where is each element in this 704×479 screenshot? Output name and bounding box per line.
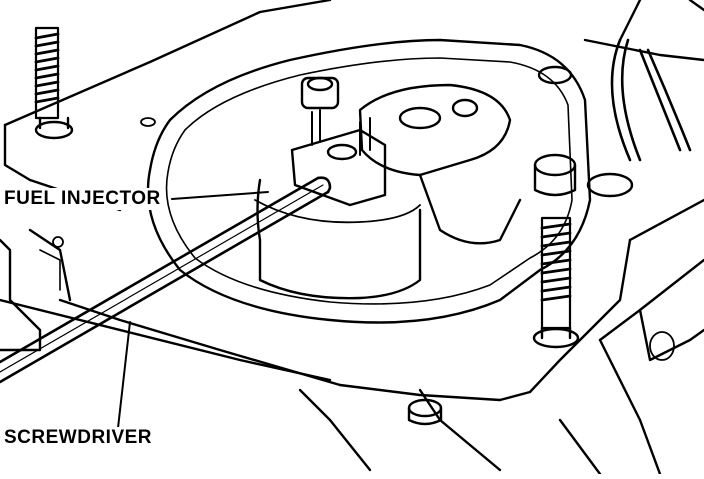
inner-bore-rim xyxy=(146,38,592,324)
screwdriver xyxy=(0,176,332,384)
fuel-injector-label: FUEL INJECTOR xyxy=(2,188,163,210)
right-stud xyxy=(532,216,580,349)
fuel-injector-leader xyxy=(171,191,269,200)
callout-leaders xyxy=(117,191,269,429)
bolt-bosses xyxy=(140,65,675,426)
screwdriver-leader xyxy=(117,321,131,429)
injector-pod xyxy=(254,83,522,300)
wire-harness xyxy=(610,38,692,162)
left-stud xyxy=(34,26,74,140)
screwdriver-label: SCREWDRIVER xyxy=(2,427,155,449)
fuel-injector xyxy=(290,76,387,207)
